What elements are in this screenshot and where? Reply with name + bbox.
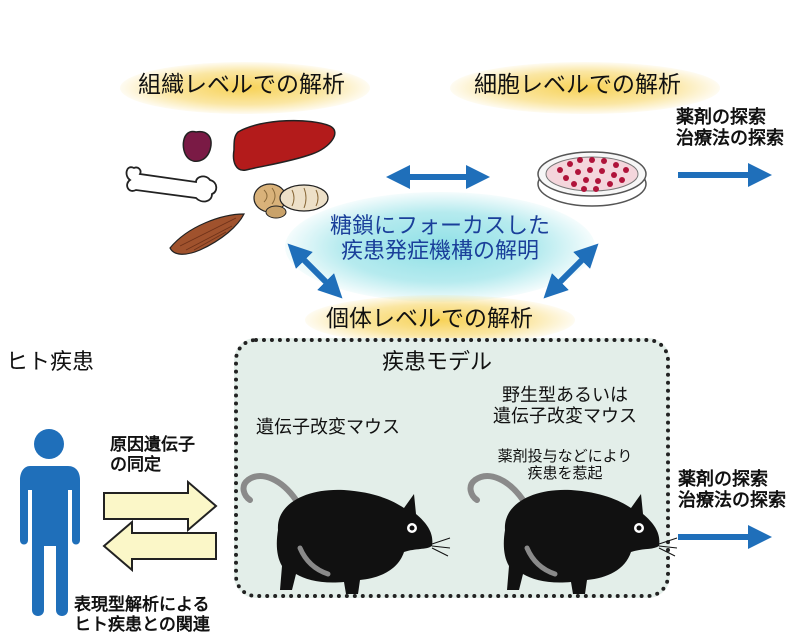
human-icon (20, 429, 80, 616)
bone-icon (125, 166, 218, 203)
center-title: 糖鎖にフォーカスした 疾患発症機構の解明 (290, 214, 590, 265)
drug-search-bottom-label: 薬剤の探索 治療法の探索 (678, 469, 786, 511)
disease-model-label: 疾患モデル (382, 350, 493, 375)
cell-individual-arrow (543, 243, 599, 299)
wild-mouse-label: 野生型あるいは 遺伝子改変マウス (470, 385, 660, 427)
cell-glow (450, 62, 720, 114)
pheno-line1: 表現型解析による (74, 595, 210, 615)
phenotype-analysis-arrow (102, 519, 217, 573)
brain-icon (253, 183, 329, 219)
center-title-line1: 糖鎖にフォーカスした (329, 214, 550, 239)
gene-identification-label: 原因遺伝子 の同定 (110, 435, 195, 475)
pheno-line2: ヒト疾患との関連 (74, 614, 210, 635)
drug-search-bottom-line2: 治療法の探索 (678, 489, 786, 511)
liver-icon (232, 119, 336, 171)
drug-search-top-line2: 治療法の探索 (676, 127, 784, 149)
tissue-individual-arrow (287, 243, 343, 299)
induce-label: 薬剤投与などにより 疾患を惹起 (472, 447, 658, 483)
cell-level-label: 細胞レベルでの解析 (474, 72, 681, 98)
gm-mouse-label: 遺伝子改変マウス (256, 417, 400, 438)
petri-dish-icon (537, 151, 647, 207)
gene-line2: の同定 (110, 454, 161, 475)
induce-line2: 疾患を惹起 (527, 464, 603, 483)
phenotype-analysis-label: 表現型解析による ヒト疾患との関連 (74, 595, 210, 635)
gene-line1: 原因遺伝子 (110, 435, 195, 455)
spleen-icon (182, 130, 212, 163)
center-title-line2: 疾患発症機構の解明 (340, 239, 539, 265)
mouse-icon (467, 473, 678, 594)
gene-identification-arrow (103, 479, 218, 533)
muscle-icon (169, 213, 245, 255)
drug-search-top-label: 薬剤の探索 治療法の探索 (676, 107, 784, 149)
tissue-glow (120, 62, 370, 114)
individual-level-label: 個体レベルでの解析 (326, 306, 533, 332)
drug-search-bottom-line1: 薬剤の探索 (678, 469, 768, 490)
induce-line1: 薬剤投与などにより (497, 447, 633, 465)
tissue-level-label: 組織レベルでの解析 (138, 72, 345, 98)
individual-glow (305, 295, 575, 345)
human-disease-label: ヒト疾患 (6, 350, 95, 375)
wild-mouse-line2: 遺伝子改変マウス (493, 405, 637, 427)
mouse-icon (240, 473, 451, 594)
drug-search-top-line1: 薬剤の探索 (676, 107, 766, 128)
wild-mouse-line1: 野生型あるいは (502, 385, 628, 406)
